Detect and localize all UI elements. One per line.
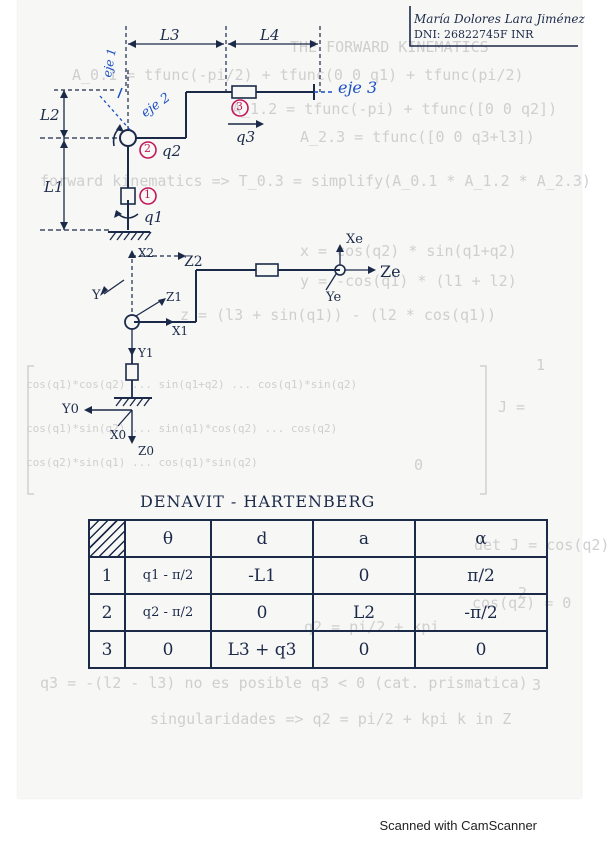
table-row: 2 q2 - π/2 0 L2 -π/2 [88,593,548,632]
dh-cell: 0 [414,630,548,669]
dim-label-l3: L3 [160,26,180,44]
frame-label: X0 [110,428,127,442]
dh-cell: -π/2 [414,593,548,632]
dh-cell: L3 + q3 [210,630,314,669]
bleed-text: cos(q1)*sin(q2) ... sin(q1)*cos(q2) ... … [26,422,338,435]
dh-title: DENAVIT - HARTENBERG [140,492,376,511]
bleed-text: 0 [414,456,424,474]
dh-header-a: a [312,519,416,558]
bleed-text: J = [498,398,526,416]
frame-label: Ze [380,262,401,281]
bleed-text: y = -cos(q1) * (l1 + l2) [300,272,517,290]
frame-label: Ye [326,290,342,305]
frame-label: X1 [172,324,189,338]
bleed-text: x = cos(q2) * sin(q1+q2) [300,242,517,260]
axis-label-eje3: eje 3 [338,78,378,97]
dh-cell: 0 [124,630,212,669]
frame-label: Y [92,288,101,303]
bleed-text: A_2.3 = tfunc([0 0 q3+l3]) [300,128,535,146]
bleed-text: q3 = -(l2 - l3) no es posible q3 < 0 (ca… [40,674,528,692]
dh-cell: -L1 [210,556,314,595]
joint-var-q3: q3 [236,128,256,146]
bleed-text: z = (l3 + sin(q1)) - (l2 * cos(q1)) [180,306,497,324]
bleed-text: cos(q1)*cos(q2) ... sin(q1+q2) ... cos(q… [26,378,358,391]
dh-cell: 1 [88,556,126,595]
frame-label: Z0 [138,444,154,458]
scanner-watermark: Scanned with CamScanner [379,818,537,833]
dh-cell: 0 [210,593,314,632]
bleed-text: A_1.2 = tfunc(-pi) + tfunc([0 0 q2]) [232,100,558,118]
dh-cell: q2 - π/2 [124,593,212,632]
bleed-text: 1 [536,356,546,374]
frame-label: Z2 [184,254,203,270]
dh-cell: π/2 [414,556,548,595]
bleed-text: forward kinematics => T_0.3 = simplify(A… [40,172,591,190]
dh-header-theta: θ [124,519,212,558]
header-box-line [409,6,578,47]
frame-label: Xe [346,232,363,247]
dh-cell: 2 [88,593,126,632]
dh-corner-cell [88,519,126,558]
frame-label: X2 [138,246,155,260]
dh-cell: q1 - π/2 [124,556,212,595]
dh-table: θ d a α 1 q1 - π/2 -L1 0 π/2 2 q2 - π/2 … [88,519,548,669]
dh-cell: 0 [312,630,416,669]
table-row: 3 0 L3 + q3 0 0 [88,630,548,669]
dim-label-l4: L4 [260,26,280,44]
dh-header-row: θ d a α [88,519,548,558]
bleed-text: cos(q2)*sin(q1) ... cos(q1)*sin(q2) [26,456,258,469]
frame-label: Z1 [166,290,182,304]
author-id: DNI: 26822745F INR [414,28,534,41]
dh-cell: 3 [88,630,126,669]
dh-header-d: d [210,519,314,558]
table-row: 1 q1 - π/2 -L1 0 π/2 [88,556,548,595]
joint-var-q1: q1 [144,208,164,226]
dh-cell: 0 [312,556,416,595]
dh-header-alpha: α [414,519,548,558]
bleed-text: A_0.1 = tfunc(-pi/2) + tfunc(0 0 q1) + t… [72,66,524,84]
author-name: María Dolores Lara Jiménez [414,12,585,26]
dim-label-l1: L1 [44,178,64,196]
bleed-text: 3 [532,676,542,694]
dh-cell: L2 [312,593,416,632]
bleed-text: THE FORWARD KINEMATICS [290,38,489,56]
joint-number: 1 [144,188,151,201]
joint-var-q2: q2 [162,142,182,160]
joint-number: 3 [236,100,243,113]
bleed-text: singularidades => q2 = pi/2 + kpi k in Z [150,710,512,728]
joint-number: 2 [144,142,151,155]
frame-label: Y0 [62,402,79,417]
frame-label: Y1 [138,346,154,360]
dim-label-l2: L2 [40,106,60,124]
